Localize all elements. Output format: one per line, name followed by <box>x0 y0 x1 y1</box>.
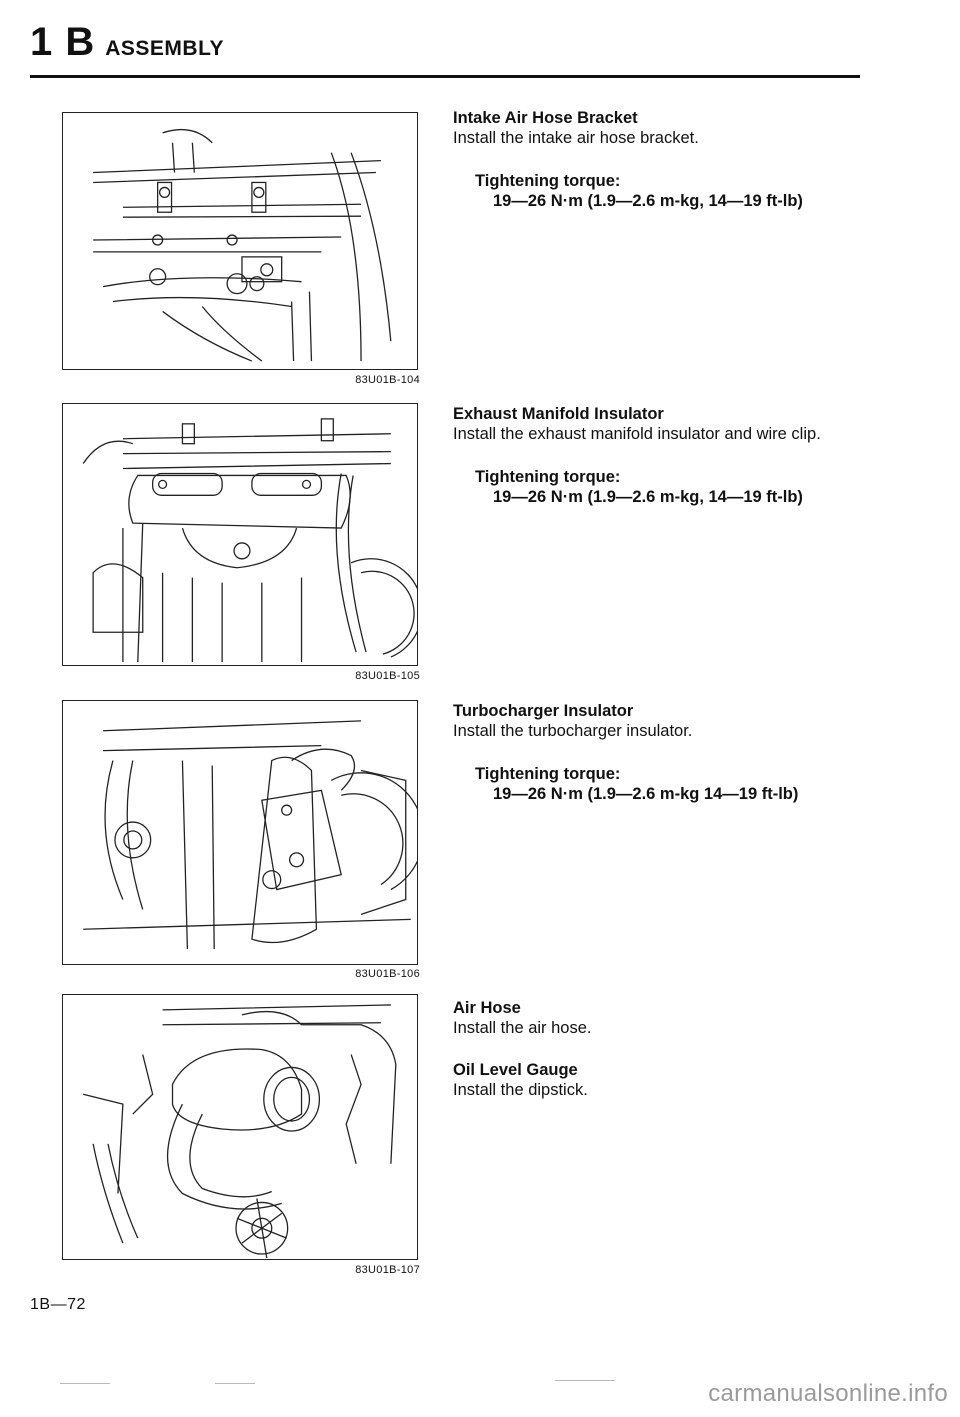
block-text: Install the air hose. <box>453 1019 592 1037</box>
section-number: 1 B <box>30 20 96 64</box>
figure-intake-air-hose-bracket <box>62 112 418 370</box>
figure-id: 83U01B-105 <box>355 670 420 682</box>
block-turbocharger-insulator: Turbocharger Insulator Install the turbo… <box>453 701 913 805</box>
figure-air-hose <box>62 994 418 1260</box>
block-air-hose: Air Hose Install the air hose. <box>453 998 913 1039</box>
section-title: ASSEMBLY <box>105 37 225 60</box>
figure-id: 83U01B-106 <box>355 968 420 980</box>
figure-exhaust-manifold-insulator <box>62 403 418 666</box>
torque-label: Tightening torque: <box>475 765 621 783</box>
block-title: Air Hose <box>453 999 521 1017</box>
block-intake-air-hose-bracket: Intake Air Hose Bracket Install the inta… <box>453 108 913 212</box>
block-title: Intake Air Hose Bracket <box>453 109 638 127</box>
header-rule <box>30 75 860 78</box>
watermark: carmanualsonline.info <box>708 1380 948 1407</box>
torque-value: 19—26 N·m (1.9—2.6 m-kg, 14—19 ft-lb) <box>493 192 803 210</box>
block-text: Install the exhaust manifold insulator a… <box>453 425 821 443</box>
torque-label: Tightening torque: <box>475 172 621 190</box>
block-title: Oil Level Gauge <box>453 1061 578 1079</box>
torque-label: Tightening torque: <box>475 468 621 486</box>
scan-artifact <box>215 1383 255 1384</box>
block-text: Install the turbocharger insulator. <box>453 722 693 740</box>
block-title: Exhaust Manifold Insulator <box>453 405 664 423</box>
block-text: Install the intake air hose bracket. <box>453 129 699 147</box>
torque-value: 19—26 N·m (1.9—2.6 m-kg 14—19 ft-lb) <box>493 785 799 803</box>
block-oil-level-gauge: Oil Level Gauge Install the dipstick. <box>453 1060 913 1101</box>
figure-turbocharger-insulator <box>62 700 418 965</box>
torque-value: 19—26 N·m (1.9—2.6 m-kg, 14—19 ft-lb) <box>493 488 803 506</box>
scan-artifact <box>60 1383 110 1384</box>
page-number: 1B—72 <box>30 1296 86 1313</box>
block-title: Turbocharger Insulator <box>453 702 634 720</box>
figure-id: 83U01B-104 <box>355 374 420 386</box>
scan-artifact <box>555 1380 615 1381</box>
page-header: 1 B ASSEMBLY <box>30 20 224 65</box>
figure-id: 83U01B-107 <box>355 1264 420 1276</box>
block-exhaust-manifold-insulator: Exhaust Manifold Insulator Install the e… <box>453 404 913 508</box>
block-text: Install the dipstick. <box>453 1081 588 1099</box>
